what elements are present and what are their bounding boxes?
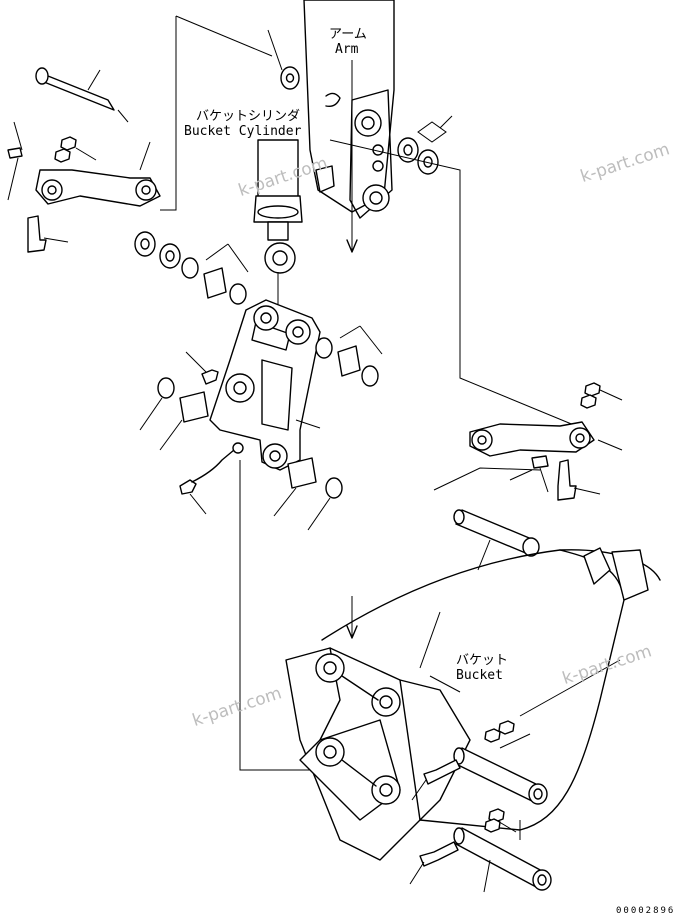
left-upper-link: [7, 67, 161, 253]
bucket-label-en: Bucket: [456, 668, 503, 683]
drawing-code: 00002896: [616, 906, 676, 916]
center-bushings: [139, 377, 343, 531]
right-bushings: [315, 325, 383, 387]
bucket-pins: [409, 720, 552, 893]
bucket-cylinder-part: [253, 139, 303, 310]
bucket-part: [285, 547, 661, 861]
middle-pin: [433, 467, 541, 571]
right-link: [469, 382, 623, 501]
arm-label-jp: アーム: [329, 27, 367, 42]
center-link: [179, 299, 321, 515]
bucket-label-jp: バケット: [456, 653, 509, 668]
top-washer: [267, 29, 300, 90]
arm-washers: [397, 115, 453, 175]
bucket-cylinder-label-jp: バケットシリンダ: [196, 109, 301, 124]
left-washers: [134, 231, 249, 305]
bucket-cylinder-label-en: Bucket Cylinder: [184, 124, 302, 139]
arm-label-en: Arm: [335, 42, 359, 57]
